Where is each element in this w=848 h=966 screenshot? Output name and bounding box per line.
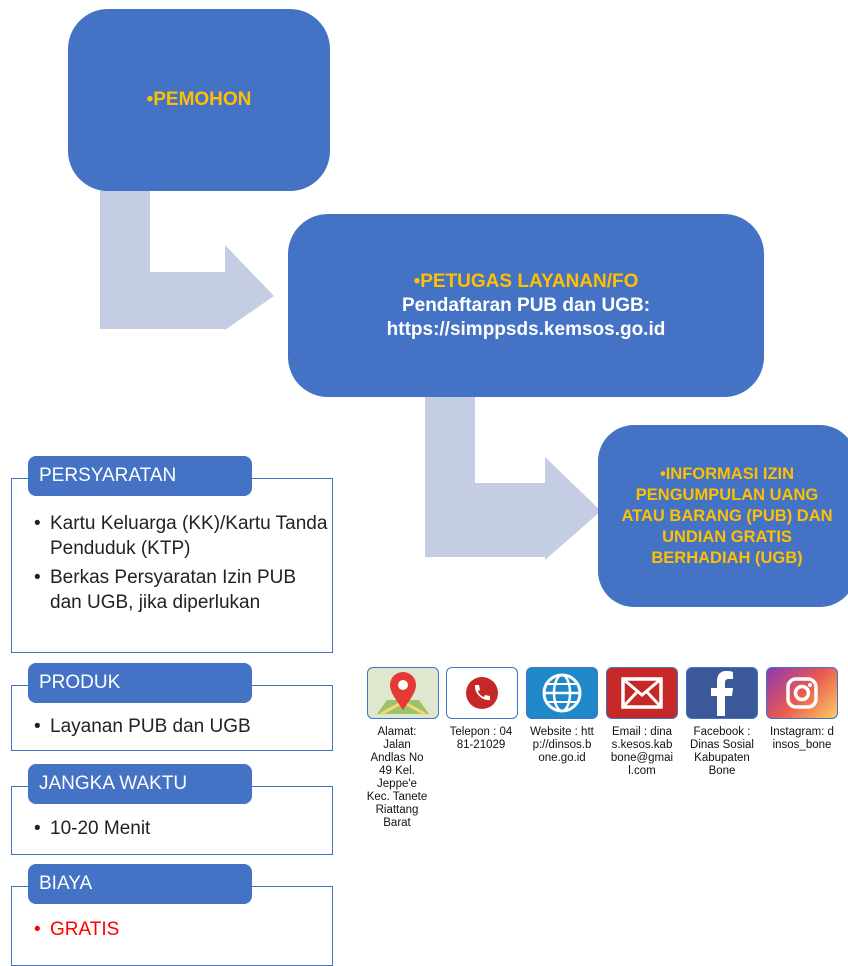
informasi-label: •INFORMASI IZIN PENGUMPULAN UANG ATAU BA… [621,464,833,567]
persyaratan-list: Kartu Keluarga (KK)/Kartu Tanda Penduduk… [12,479,332,615]
flow-box-petugas: •PETUGAS LAYANAN/FO Pendaftaran PUB dan … [288,214,764,397]
facebook-icon [686,667,758,719]
biaya-item: GRATIS [34,917,332,942]
jangka-waktu-item: 10-20 Menit [34,816,332,841]
website-caption: Website : http://dinsos.bone.go.id [530,726,594,764]
flow-box-pemohon: •PEMOHON [68,9,330,191]
facebook-caption: Facebook : Dinas Sosial Kabupaten Bone [690,726,754,777]
pendaftaran-label: Pendaftaran PUB dan UGB: [401,294,651,316]
persyaratan-title: PERSYARATAN [28,456,252,496]
petugas-label: •PETUGAS LAYANAN/FO [413,270,639,292]
alamat-caption: Alamat: Jalan Andlas No 49 Kel. Jeppe'e … [366,726,428,829]
instagram-icon [766,667,838,719]
persyaratan-panel: Kartu Keluarga (KK)/Kartu Tanda Penduduk… [11,478,333,653]
jangka-waktu-list: 10-20 Menit [12,787,332,841]
pemohon-label: •PEMOHON [146,89,252,110]
email-caption: Email : dinas.kesos.kabbone@gmail.com [610,726,674,777]
flow-box-informasi: •INFORMASI IZIN PENGUMPULAN UANG ATAU BA… [598,425,848,607]
produk-item: Layanan PUB dan UGB [34,714,332,739]
produk-list: Layanan PUB dan UGB [12,686,332,739]
phone-icon [446,667,518,719]
arrow-petugas-to-informasi [425,395,601,560]
produk-title: PRODUK [28,663,252,703]
jangka-waktu-title: JANGKA WAKTU [28,764,252,804]
mail-icon [606,667,678,719]
map-pin-icon [367,667,439,719]
telepon-caption: Telepon : 0481-21029 [449,726,513,751]
globe-icon [526,667,598,719]
pendaftaran-url: https://simppsds.kemsos.go.id [386,318,666,340]
biaya-title: BIAYA [28,864,252,904]
persyaratan-item: Berkas Persyaratan Izin PUB dan UGB, jik… [34,565,332,615]
persyaratan-item: Kartu Keluarga (KK)/Kartu Tanda Penduduk… [34,511,332,561]
instagram-caption: Instagram: dinsos_bone [770,726,834,751]
biaya-list: GRATIS [12,887,332,942]
arrow-pemohon-to-petugas [100,190,274,330]
